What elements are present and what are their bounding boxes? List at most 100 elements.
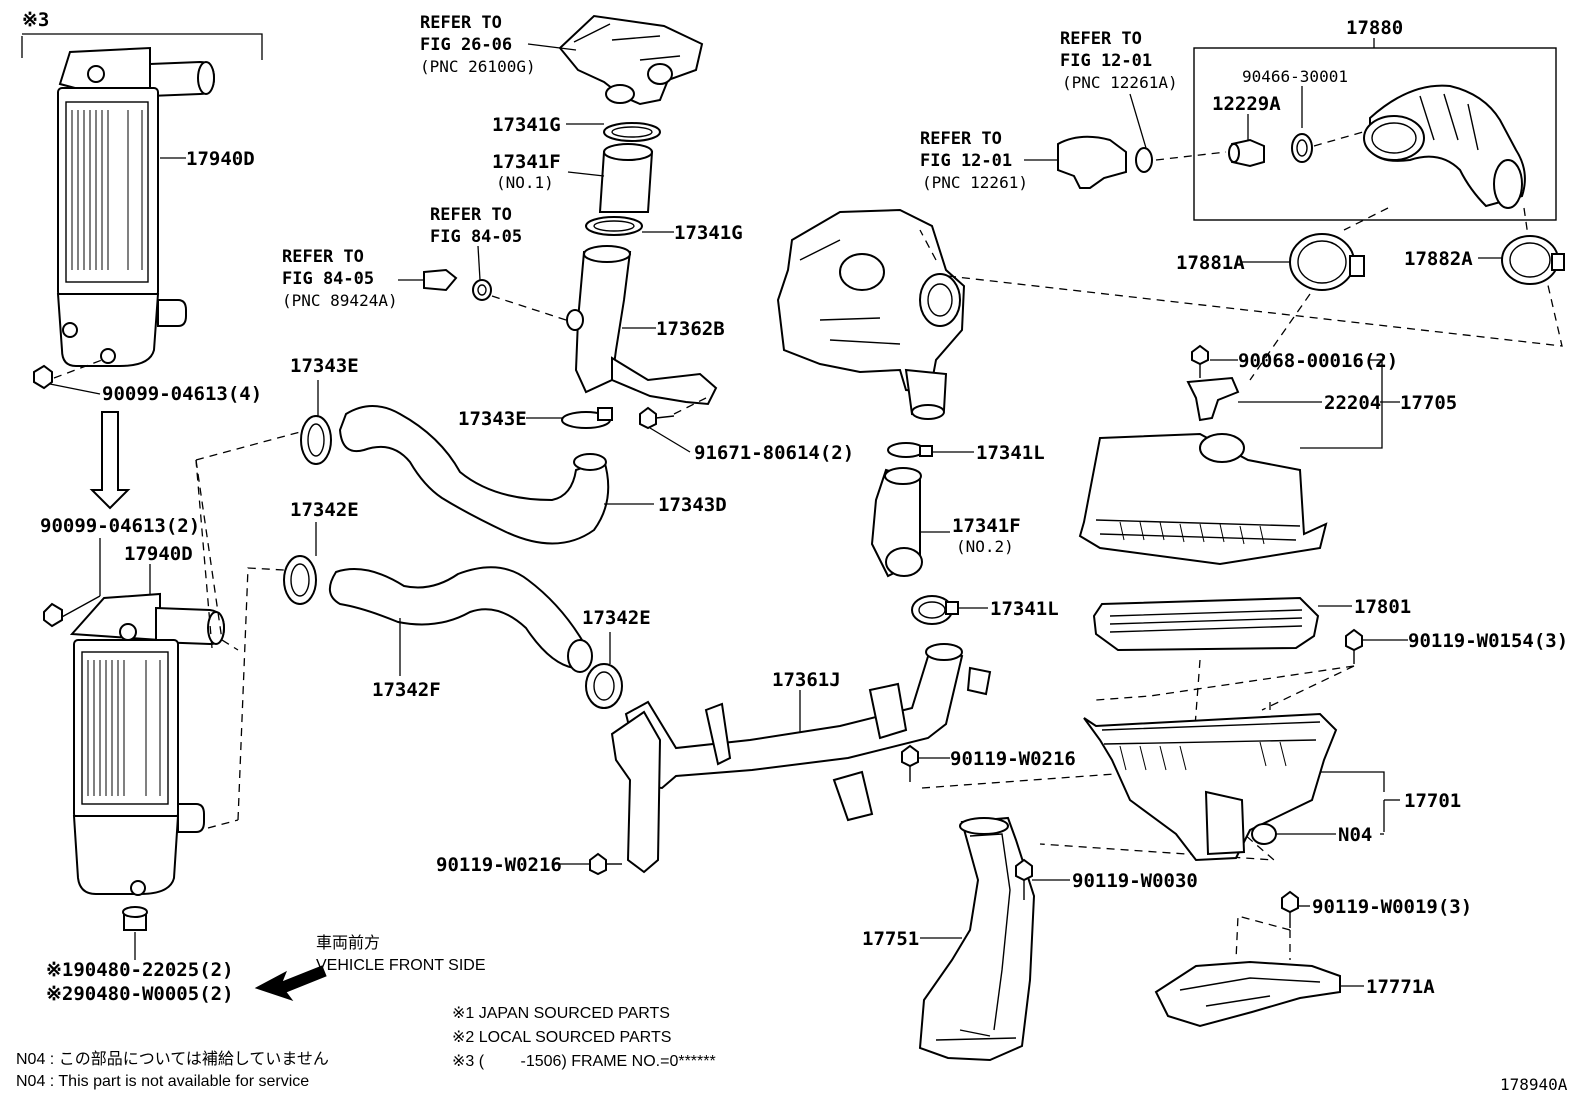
bolt-90119-W0216-b: 90119-W0216 <box>436 854 562 876</box>
part-17940D-top: 17940D <box>186 148 255 170</box>
label-no2: (NO.2) <box>956 537 1014 556</box>
sensor-washer <box>472 279 492 301</box>
part-17771A: 17771A <box>1366 976 1435 998</box>
part-17341F-a: 17341F <box>492 151 561 173</box>
bolt-w0216-b <box>589 852 622 876</box>
bolt-90099-04613-2: 90099-04613(2) <box>40 515 200 537</box>
throttle-body <box>558 14 704 106</box>
grommet-90480-W0005: ※290480-W0005(2) <box>46 983 234 1005</box>
part-12229A: 12229A <box>1212 93 1281 115</box>
bolt-90119-W0019: 90119-W0019(3) <box>1312 896 1472 918</box>
part-17341G-b: 17341G <box>674 222 743 244</box>
bolt-90068-00016: 90068-00016(2) <box>1238 350 1398 372</box>
refer-fig84b-line1: REFER TO <box>282 247 364 267</box>
bolt-w0154 <box>1345 628 1363 664</box>
clamp-17341L-b <box>911 595 959 625</box>
legend-japan-sourced: ※1 JAPAN SOURCED PARTS <box>452 1005 670 1022</box>
sensor-22204 <box>1186 376 1240 422</box>
fitting-12229A <box>1228 138 1265 168</box>
refer-fig12-line3: (PNC 12261) <box>922 173 1028 192</box>
refer-fig84b-line2: FIG 84-05 <box>282 269 374 289</box>
bolt-90119-W0216-a: 90119-W0216 <box>950 748 1076 770</box>
clamp-17342E-b <box>585 663 623 709</box>
clamp-17341G-b <box>585 216 643 236</box>
refer-fig12a-line3: (PNC 12261A) <box>1062 73 1178 92</box>
refer-fig26-line3: (PNC 26100G) <box>420 57 536 76</box>
legend-local-sourced: ※2 LOCAL SOURCED PARTS <box>452 1029 671 1046</box>
part-17362B: 17362B <box>656 318 725 340</box>
vehicle-front-jp: 車両前方 <box>316 934 380 952</box>
clamp-17341L-a <box>887 442 933 458</box>
hose-17342F <box>329 566 593 673</box>
part-17342E-b: 17342E <box>582 607 651 629</box>
part-17342E-a: 17342E <box>290 499 359 521</box>
n04-note-jp: N04 : この部品については補給していません <box>16 1050 329 1068</box>
part-17940D-bottom: 17940D <box>124 543 193 565</box>
part-17341F-b: 17341F <box>952 515 1021 537</box>
part-17341L-a: 17341L <box>976 442 1045 464</box>
clamp-17881A <box>1289 233 1365 291</box>
grommet-n04 <box>1251 823 1277 845</box>
bolt-90099-top <box>33 364 101 395</box>
hose-17341F-no1 <box>598 143 654 213</box>
vehicle-front-en: VEHICLE FRONT SIDE <box>316 957 486 974</box>
refer-fig26-line1: REFER TO <box>420 13 502 33</box>
figure-id: 178940A <box>1500 1075 1568 1094</box>
bolt-90068 <box>1191 344 1209 378</box>
bolt-w0030 <box>1015 858 1033 900</box>
clamp-17342E-a <box>283 555 317 605</box>
part-17880: 17880 <box>1346 17 1403 39</box>
part-N04: N04 <box>1338 824 1372 846</box>
intercooler-bottom <box>43 592 226 896</box>
part-17882A: 17882A <box>1404 248 1473 270</box>
mark3-top: ※3 <box>22 9 49 31</box>
part-17341G-a: 17341G <box>492 114 561 136</box>
hose-17341F-no2 <box>870 467 923 578</box>
vehicle-front-arrow <box>254 965 327 1001</box>
n04-note-en: N04 : This part is not available for ser… <box>16 1073 309 1090</box>
air-cleaner-cap-17705 <box>1078 432 1328 566</box>
pipe-17362B <box>566 245 718 406</box>
legend-frame-no: ※3 ( -1506) FRAME NO.=0****** <box>452 1053 716 1070</box>
turbocharger <box>776 208 966 420</box>
air-filter-17801 <box>1092 596 1320 652</box>
bolt-w0216-a <box>901 744 919 782</box>
part-17342F: 17342F <box>372 679 441 701</box>
part-17801: 17801 <box>1354 596 1411 618</box>
clamp-17343E-b <box>561 407 613 429</box>
intercooler-top <box>21 33 263 367</box>
part-17361J: 17361J <box>772 669 841 691</box>
part-17881A: 17881A <box>1176 252 1245 274</box>
bolt-90119-W0154: 90119-W0154(3) <box>1408 630 1568 652</box>
part-17343E-b: 17343E <box>458 408 527 430</box>
sensor-89424A <box>423 268 458 292</box>
bolt-90119-W0030: 90119-W0030 <box>1072 870 1198 892</box>
part-90466-30001: 90466-30001 <box>1242 67 1348 86</box>
clamp-17882A <box>1501 235 1565 285</box>
duct-17751 <box>918 816 1036 1062</box>
part-17705: 17705 <box>1400 392 1457 414</box>
part-17751: 17751 <box>862 928 919 950</box>
grommet <box>122 906 148 960</box>
refer-fig12a-line2: FIG 12-01 <box>1060 51 1152 71</box>
bracket-17771A <box>1154 960 1341 1028</box>
bolt-91671 <box>639 406 675 430</box>
part-17343D: 17343D <box>658 494 727 516</box>
clamp-17341G-a <box>603 122 661 142</box>
cylinder-head-cover-fitting <box>1057 135 1153 189</box>
bolt-91671-80614: 91671-80614(2) <box>694 442 854 464</box>
refer-fig12a-line1: REFER TO <box>1060 29 1142 49</box>
pipe-17361J <box>610 643 992 874</box>
bolt-w0019 <box>1281 890 1299 928</box>
arrow-down <box>89 411 131 510</box>
refer-fig12-line1: REFER TO <box>920 129 1002 149</box>
clamp-17343E-a <box>300 415 332 465</box>
hose-17343D <box>338 405 610 545</box>
air-cleaner-case-17701 <box>1083 712 1338 862</box>
part-17341L-b: 17341L <box>990 598 1059 620</box>
intake-hose-17880 <box>1363 84 1526 209</box>
refer-fig84b-line3: (PNC 89424A) <box>282 291 398 310</box>
bolt-90099-04613-4: 90099-04613(4) <box>102 383 262 405</box>
clip-90466 <box>1291 133 1313 163</box>
